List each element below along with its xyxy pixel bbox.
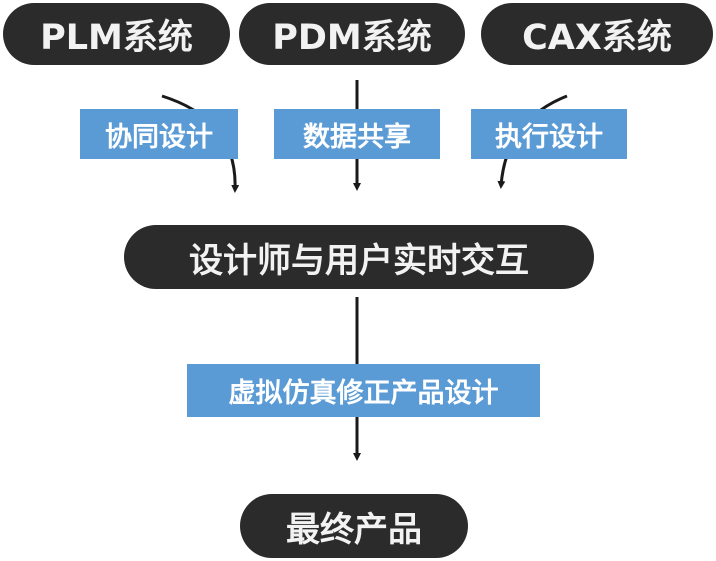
node-final-product: 最终产品 bbox=[240, 494, 468, 558]
edge-label-execute-design: 执行设计 bbox=[471, 109, 627, 159]
edge-label-data-sharing: 数据共享 bbox=[274, 109, 440, 159]
node-plm-system: PLM系统 bbox=[3, 3, 230, 65]
edge-label-virtual-simulation: 虚拟仿真修正产品设计 bbox=[187, 364, 540, 417]
node-designer-user-interaction: 设计师与用户实时交互 bbox=[124, 225, 594, 289]
node-pdm-system: PDM系统 bbox=[239, 3, 465, 65]
edge-label-collab-design: 协同设计 bbox=[80, 109, 238, 159]
node-cax-system: CAX系统 bbox=[481, 3, 713, 65]
